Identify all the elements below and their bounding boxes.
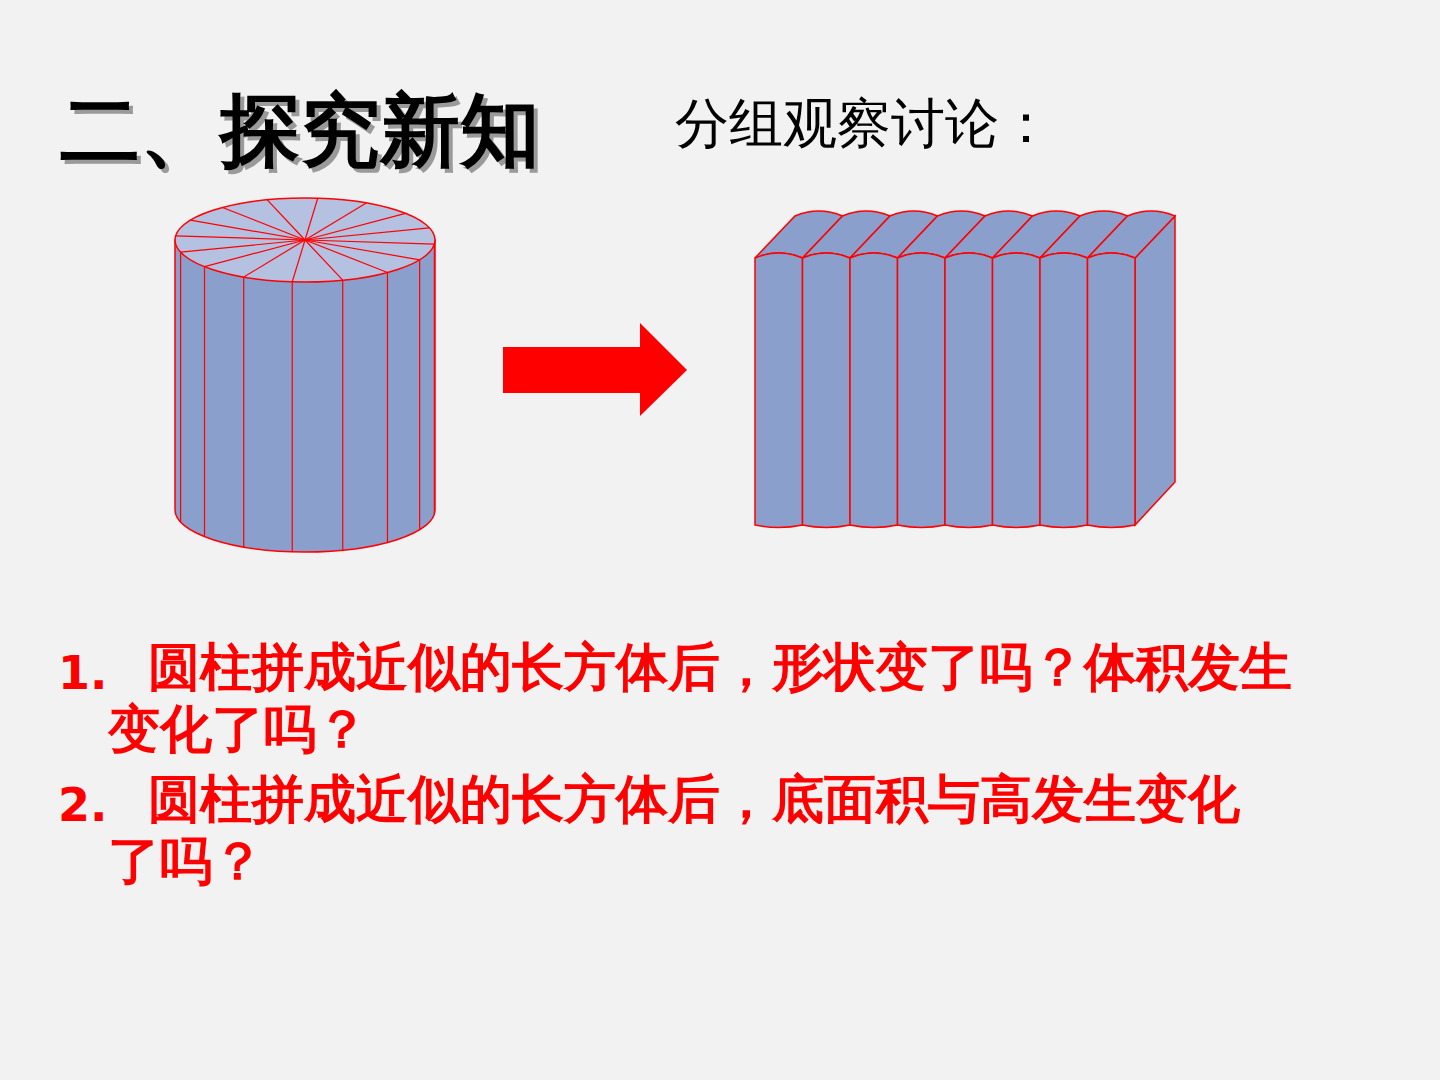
instruction-text: 分组观察讨论： bbox=[675, 88, 1053, 161]
approximate-cuboid bbox=[755, 211, 1175, 528]
cylinder bbox=[175, 198, 435, 552]
question-number: 2. bbox=[58, 778, 107, 832]
question-text: 圆柱拼成近似的长方体后，形状变了吗？体积发生变化了吗？ bbox=[108, 636, 1340, 760]
red-arrow bbox=[503, 323, 687, 416]
slide-title: 二、探究新知 bbox=[60, 78, 540, 186]
question-number: 1. bbox=[58, 646, 107, 700]
question-text: 圆柱拼成近似的长方体后，底面积与高发生变化了吗？ bbox=[108, 768, 1278, 892]
